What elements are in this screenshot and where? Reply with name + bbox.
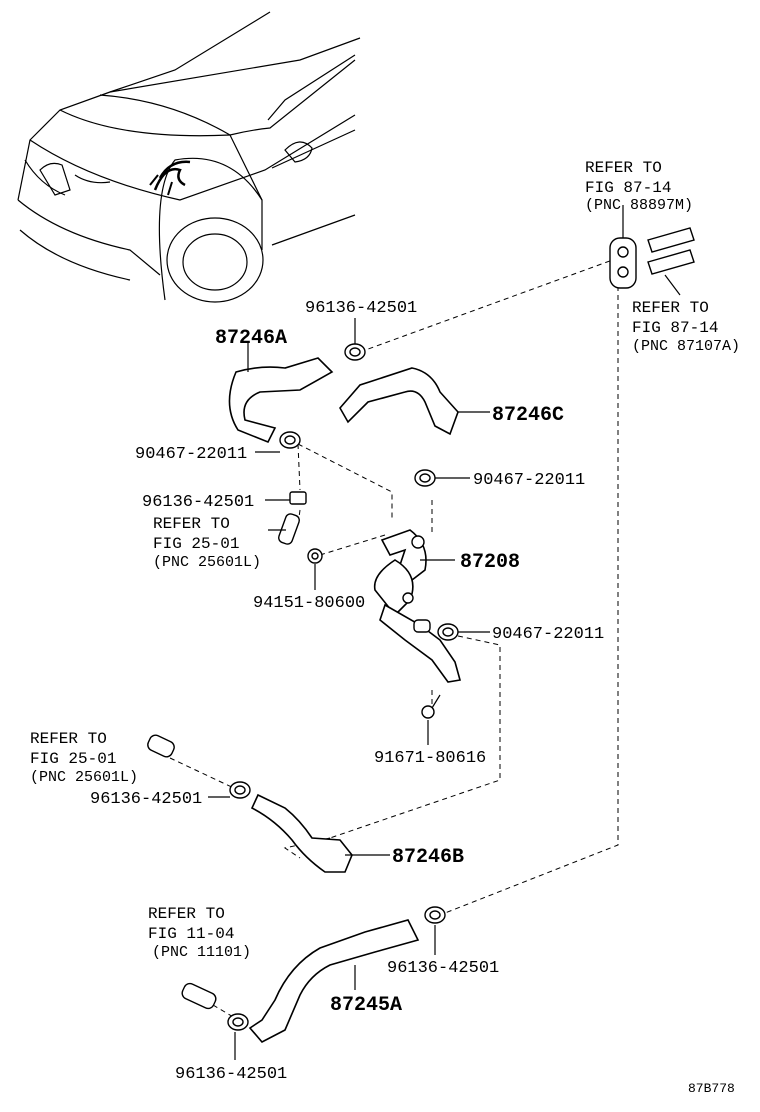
label-nut: 94151-80600 — [253, 594, 365, 613]
label-clamp-bottom: 96136-42501 — [175, 1065, 287, 1084]
ref-bottom-left-1: REFER TO — [148, 905, 225, 923]
car-illustration — [17, 11, 361, 303]
label-clamp-bottom-right: 96136-42501 — [387, 959, 499, 978]
ref-mid-left-2: FIG 25-01 — [153, 535, 239, 553]
ref-mid-left-1: REFER TO — [153, 515, 230, 533]
label-87246C: 87246C — [492, 404, 564, 427]
ref-bottom-left-2: FIG 11-04 — [148, 925, 234, 943]
label-clip-left: 90467-22011 — [135, 445, 247, 464]
clamp-bottom[interactable] — [227, 1013, 249, 1031]
label-clamp-top: 96136-42501 — [305, 299, 417, 318]
ref-lower-left-2: FIG 25-01 — [30, 750, 116, 768]
pipe-left[interactable] — [277, 513, 300, 546]
connection-lines — [169, 257, 619, 1019]
hose-87246B[interactable] — [250, 793, 353, 873]
label-87245A: 87245A — [330, 994, 402, 1017]
ref-top-right-1-line1: REFER TO — [585, 159, 662, 177]
ref-lower-left-1: REFER TO — [30, 730, 107, 748]
clamp-lower-left[interactable] — [229, 781, 251, 799]
label-clamp-lower-left: 96136-42501 — [90, 790, 202, 809]
nut[interactable] — [307, 548, 323, 564]
label-bolt: 91671-80616 — [374, 749, 486, 768]
label-87246A: 87246A — [215, 327, 287, 350]
ref-bottom-left-3: (PNC 11101) — [152, 944, 251, 961]
pipe-lower-left[interactable] — [146, 733, 176, 758]
ref-top-right-1-line2: FIG 87-14 — [585, 179, 671, 197]
ref-top-right-1-line3: (PNC 88897M) — [585, 197, 693, 214]
clip-left[interactable] — [279, 431, 301, 449]
ref-mid-left-3: (PNC 25601L) — [153, 554, 261, 571]
hose-87245A[interactable] — [248, 919, 420, 1044]
hose-87246C[interactable] — [339, 367, 459, 436]
label-87208: 87208 — [460, 551, 520, 574]
pipe-bottom-left[interactable] — [180, 982, 218, 1011]
hose-87246A[interactable] — [228, 357, 334, 444]
diagram-code: 87B778 — [688, 1081, 735, 1096]
ref-lower-left-3: (PNC 25601L) — [30, 769, 138, 786]
clamp-left-mid[interactable] — [289, 491, 307, 505]
clip-right-lower[interactable] — [437, 623, 459, 641]
clip-right-upper[interactable] — [414, 469, 436, 487]
label-clip-right-upper: 90467-22011 — [473, 471, 585, 490]
ref-top-right-2-line1: REFER TO — [632, 299, 709, 317]
ref-top-right-2-line3: (PNC 87107A) — [632, 338, 740, 355]
clamp-bottom-right[interactable] — [424, 906, 446, 924]
leader-lines — [208, 205, 681, 1060]
clamp-top[interactable] — [344, 343, 366, 361]
label-clamp-left-mid: 96136-42501 — [142, 493, 254, 512]
label-87246B: 87246B — [392, 846, 464, 869]
bolt[interactable] — [421, 694, 441, 719]
heater-pipes[interactable] — [609, 227, 695, 289]
ref-top-right-2-line2: FIG 87-14 — [632, 319, 718, 337]
label-clip-right-lower: 90467-22011 — [492, 625, 604, 644]
hose-87208[interactable] — [373, 529, 462, 683]
